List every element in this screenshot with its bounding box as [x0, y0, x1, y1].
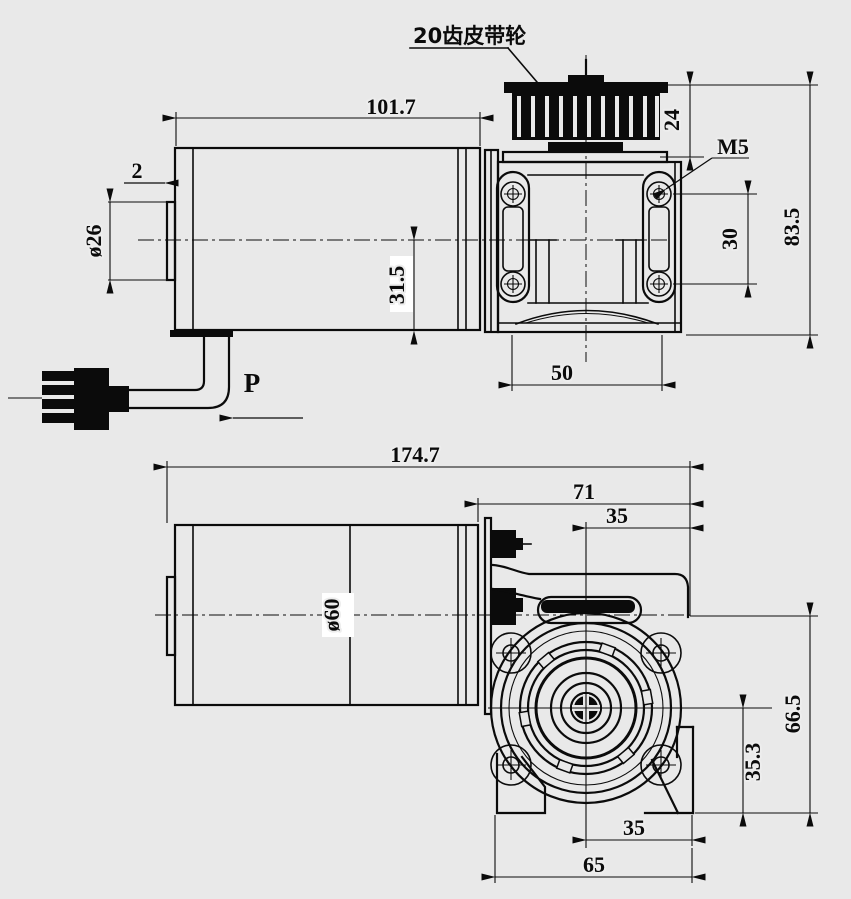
- pulley-note: 20齿皮带轮: [409, 23, 539, 84]
- dim-mount-span: 50: [551, 360, 573, 385]
- motor-body-front: ø60: [165, 523, 480, 707]
- gearbox-side: [483, 148, 683, 334]
- dim-screw-spacing: 30: [717, 228, 742, 250]
- pulley-note-label: 20齿皮带轮: [413, 24, 526, 48]
- motor-body-side: [165, 146, 482, 332]
- dim-gearbox-length: 71: [573, 479, 595, 504]
- cable-and-connector: [8, 330, 233, 430]
- dim-face-to-axis: 35: [606, 503, 628, 528]
- side-view-dimensions: 101.7 2 ø26 31.5 24 M5 3: [79, 71, 818, 422]
- front-view: ø60: [153, 440, 818, 883]
- connector-body: [74, 368, 109, 430]
- dim-pulley-height: 24: [659, 109, 684, 131]
- pulley-teeth: [512, 93, 660, 140]
- output-shaft-screw: [570, 692, 602, 724]
- dim-boss-step: 2: [132, 158, 143, 183]
- dim-foot-span: 65: [583, 852, 605, 877]
- dim-motor-diameter: ø60: [319, 599, 344, 632]
- rear-boss: [165, 200, 177, 282]
- dim-boss-diameter: ø26: [81, 225, 106, 258]
- dim-total-length: 174.7: [390, 442, 440, 467]
- pulley-teeth-gaps: [517, 96, 659, 137]
- gear-face: [489, 611, 818, 815]
- mounting-feet: [495, 725, 695, 815]
- rear-boss-front: [165, 575, 177, 657]
- dim-total-height: 83.5: [779, 208, 804, 247]
- direction-label: P: [244, 368, 261, 398]
- dim-output-axis-to-base: 35.3: [740, 743, 765, 782]
- belt-pulley: [504, 58, 668, 152]
- dim-motor-length: 101.7: [366, 94, 416, 119]
- screw-spec-label: M5: [717, 134, 749, 159]
- dim-axis-to-base: 66.5: [780, 695, 805, 734]
- ring-ribs: [518, 642, 654, 774]
- dim-axis-offset: 31.5: [384, 266, 409, 305]
- front-view-dimensions: 174.7 71 35 66.5 35.3 35 65: [153, 440, 814, 883]
- corner-screw-lobes: [490, 632, 682, 786]
- dim-center-to-foot: 35: [623, 815, 645, 840]
- side-view: 20齿皮带轮 101.7 2 ø26 31.5: [8, 23, 818, 430]
